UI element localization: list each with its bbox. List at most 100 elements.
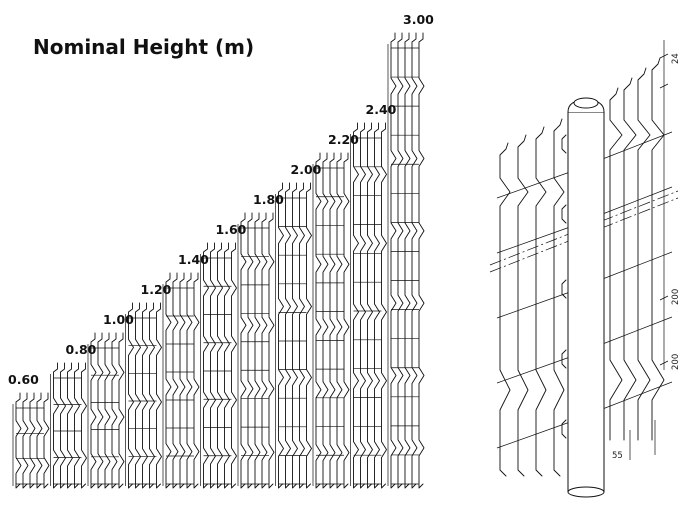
detail-horizontal-wire: [599, 131, 673, 161]
dimension-mesh-upper: 200: [671, 289, 681, 305]
panel-heights-group: 0.600.801.001.201.401.601.802.002.202.40…: [8, 12, 434, 489]
vertical-wire: [217, 242, 223, 489]
vertical-wire: [111, 332, 118, 489]
vertical-wire: [268, 212, 275, 489]
fence-panel: [125, 302, 162, 489]
detail-vertical-wire: [623, 77, 637, 441]
detail-vertical-wire: [651, 57, 665, 441]
vertical-wire: [74, 362, 80, 489]
vertical-wire: [224, 242, 230, 489]
post-cap-slot: [573, 97, 599, 109]
fence-panel: [200, 242, 237, 489]
vertical-wire: [149, 302, 155, 489]
detail-horizontal-wire: [496, 356, 571, 384]
vertical-wire: [22, 392, 29, 489]
fence-panel: [387, 32, 425, 489]
vertical-wire: [210, 242, 216, 489]
vertical-wire: [90, 332, 97, 489]
vertical-wire: [118, 332, 125, 489]
height-label: 2.20: [328, 132, 359, 147]
vertical-wire: [336, 152, 343, 489]
vertical-wire: [353, 122, 359, 489]
vertical-wire: [67, 362, 73, 489]
fence-panel: [162, 272, 200, 489]
vertical-wire: [254, 212, 261, 489]
vertical-wire: [374, 122, 380, 489]
height-label: 1.40: [178, 252, 209, 267]
vertical-wire: [203, 242, 209, 489]
vertical-wire: [397, 32, 404, 489]
dimension-tick: [659, 53, 669, 59]
detail-horizontal-wire: [496, 226, 571, 254]
vertical-wire: [53, 362, 59, 489]
detail-horizontal-wire: [599, 186, 673, 216]
vertical-wire: [404, 32, 411, 489]
detail-vertical-wire: [517, 134, 529, 477]
vertical-wire: [231, 242, 237, 489]
clamp: [561, 204, 567, 224]
vertical-wire: [43, 392, 50, 489]
detail-vertical-wire: [535, 126, 547, 477]
clamp: [561, 349, 567, 369]
fence-panel: [12, 392, 50, 489]
fence-panel: [237, 212, 275, 489]
vertical-wire: [104, 332, 111, 489]
detail-horizontal-wire: [496, 421, 571, 449]
vertical-wire: [142, 302, 148, 489]
fence-panel: [50, 362, 87, 489]
dimension-mesh-lower: 200: [671, 354, 681, 370]
detail-horizontal-wire: [599, 251, 673, 281]
vertical-wire: [381, 122, 387, 489]
vertical-wire: [292, 182, 298, 489]
height-label: 0.60: [8, 372, 39, 387]
height-label: 2.00: [291, 162, 322, 177]
vertical-wire: [367, 122, 373, 489]
height-label: 0.80: [66, 342, 97, 357]
dimension-tick: [659, 295, 669, 301]
detail-horizontal-wire: [599, 316, 673, 346]
detail-horizontal-wire: [599, 381, 673, 411]
vertical-wire: [418, 32, 425, 489]
dimension-top: 24: [671, 53, 681, 64]
vertical-wire: [343, 152, 350, 489]
height-label: 1.20: [141, 282, 172, 297]
vertical-wire: [322, 152, 329, 489]
vertical-wire: [165, 272, 172, 489]
vertical-wire: [411, 32, 418, 489]
fence-post: [567, 111, 605, 493]
vertical-wire: [128, 302, 134, 489]
detail-vertical-wire: [637, 67, 651, 441]
vertical-wire: [29, 392, 36, 489]
vertical-wire: [285, 182, 291, 489]
vertical-wire: [306, 182, 312, 489]
vertical-wire: [36, 392, 43, 489]
vertical-wire: [329, 152, 336, 489]
vertical-wire: [60, 362, 66, 489]
vertical-wire: [193, 272, 200, 489]
detail-vertical-wire: [553, 118, 565, 477]
vertical-wire: [135, 302, 141, 489]
vertical-wire: [186, 272, 193, 489]
vertical-wire: [240, 212, 247, 489]
height-label: 2.40: [366, 102, 397, 117]
fence-panel: [275, 182, 312, 489]
vertical-wire: [81, 362, 87, 489]
vertical-wire: [390, 32, 397, 489]
detail-horizontal-wire: [496, 291, 571, 319]
vertical-wire: [97, 332, 104, 489]
vertical-wire: [299, 182, 305, 489]
height-label: 1.60: [216, 222, 247, 237]
detail-horizontal-wire: [496, 171, 571, 199]
vertical-wire: [15, 392, 22, 489]
clamp: [561, 134, 567, 154]
vertical-wire: [179, 272, 186, 489]
clamp: [561, 279, 567, 299]
dimension-tick: [659, 83, 669, 89]
diagram-title: Nominal Height (m): [33, 35, 254, 59]
detail-vertical-wire: [609, 87, 623, 441]
height-label: 1.80: [253, 192, 284, 207]
vertical-wire: [261, 212, 268, 489]
fence-panel: [312, 152, 350, 489]
post-base: [567, 486, 605, 498]
